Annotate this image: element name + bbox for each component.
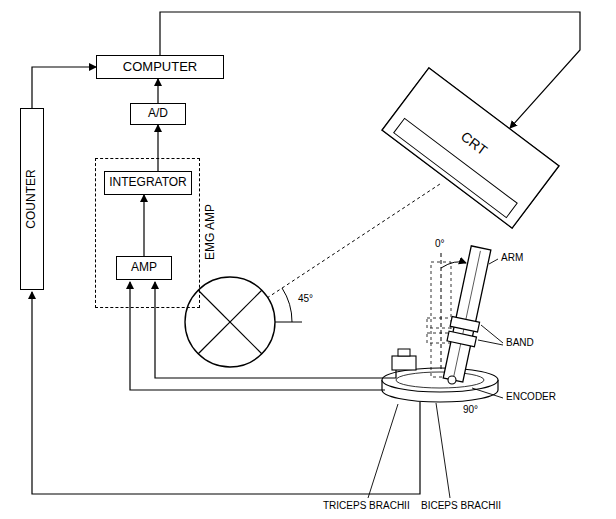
- converter-box: A/D: [130, 103, 186, 125]
- band-shape: [447, 331, 476, 347]
- signal-arrow: [32, 67, 96, 108]
- angle-label: 0°: [434, 238, 446, 250]
- zero-line: [441, 253, 442, 372]
- electrode-wire: [155, 282, 396, 378]
- signal-arrow: [157, 125, 158, 171]
- arm-axis: [454, 251, 481, 376]
- crt-screen: [393, 118, 516, 217]
- signal-arrow: [143, 195, 144, 256]
- base-top: [382, 368, 498, 392]
- signal-arrow: [157, 79, 158, 103]
- node-text: AMP: [131, 261, 157, 275]
- computer-box: COMPUTER: [96, 55, 224, 79]
- leader-line: [481, 325, 503, 343]
- node-text: A/D: [148, 107, 168, 121]
- amplifier-group: EMG AMPINTEGRATORAMP: [95, 158, 200, 308]
- amp-box: AMP: [116, 256, 172, 280]
- sight-line: [267, 184, 440, 298]
- electrode-box: [392, 356, 416, 370]
- leader-line: [478, 340, 503, 345]
- rotation-arrow: [441, 262, 466, 268]
- leader-line: [436, 403, 450, 498]
- counter-box: COUNTER: [20, 108, 44, 290]
- part-label: BAND: [505, 337, 535, 349]
- crt-housing: [381, 68, 558, 228]
- target-cross: [198, 290, 262, 354]
- muscle-label: TRICEPS BRACHII: [322, 500, 411, 512]
- rotated-text-holder: COUNTER: [20, 108, 44, 290]
- angle-label: 90°: [462, 404, 479, 416]
- electrode-wire: [130, 282, 385, 390]
- leader-line: [489, 259, 498, 264]
- rotated-heading: EMG AMP: [202, 157, 220, 307]
- angle-label: 45°: [297, 293, 314, 305]
- node-text: INTEGRATOR: [109, 176, 187, 190]
- part-label: ARM: [500, 252, 524, 264]
- leader-line: [472, 388, 503, 398]
- target-cross: [198, 290, 262, 354]
- base-ring: [396, 372, 484, 388]
- part-label: ENCODER: [505, 391, 557, 403]
- arm-shape: [443, 246, 491, 382]
- node-text: COMPUTER: [123, 60, 197, 75]
- pivot: [448, 376, 456, 384]
- node-text: COUNTER: [25, 169, 39, 228]
- muscle-label: BICEPS BRACHII: [420, 500, 502, 512]
- leader-line: [368, 404, 398, 498]
- angle-line: [275, 322, 302, 323]
- band-shape: [450, 316, 479, 332]
- encoder-wire: [32, 292, 420, 494]
- node-text: EMG AMP: [204, 204, 218, 260]
- electrode-cap: [398, 349, 410, 356]
- angle-arc: [282, 288, 292, 322]
- crt-display: CRT: [380, 66, 560, 229]
- integrator-box: INTEGRATOR: [104, 171, 192, 195]
- target-circle: [185, 277, 275, 367]
